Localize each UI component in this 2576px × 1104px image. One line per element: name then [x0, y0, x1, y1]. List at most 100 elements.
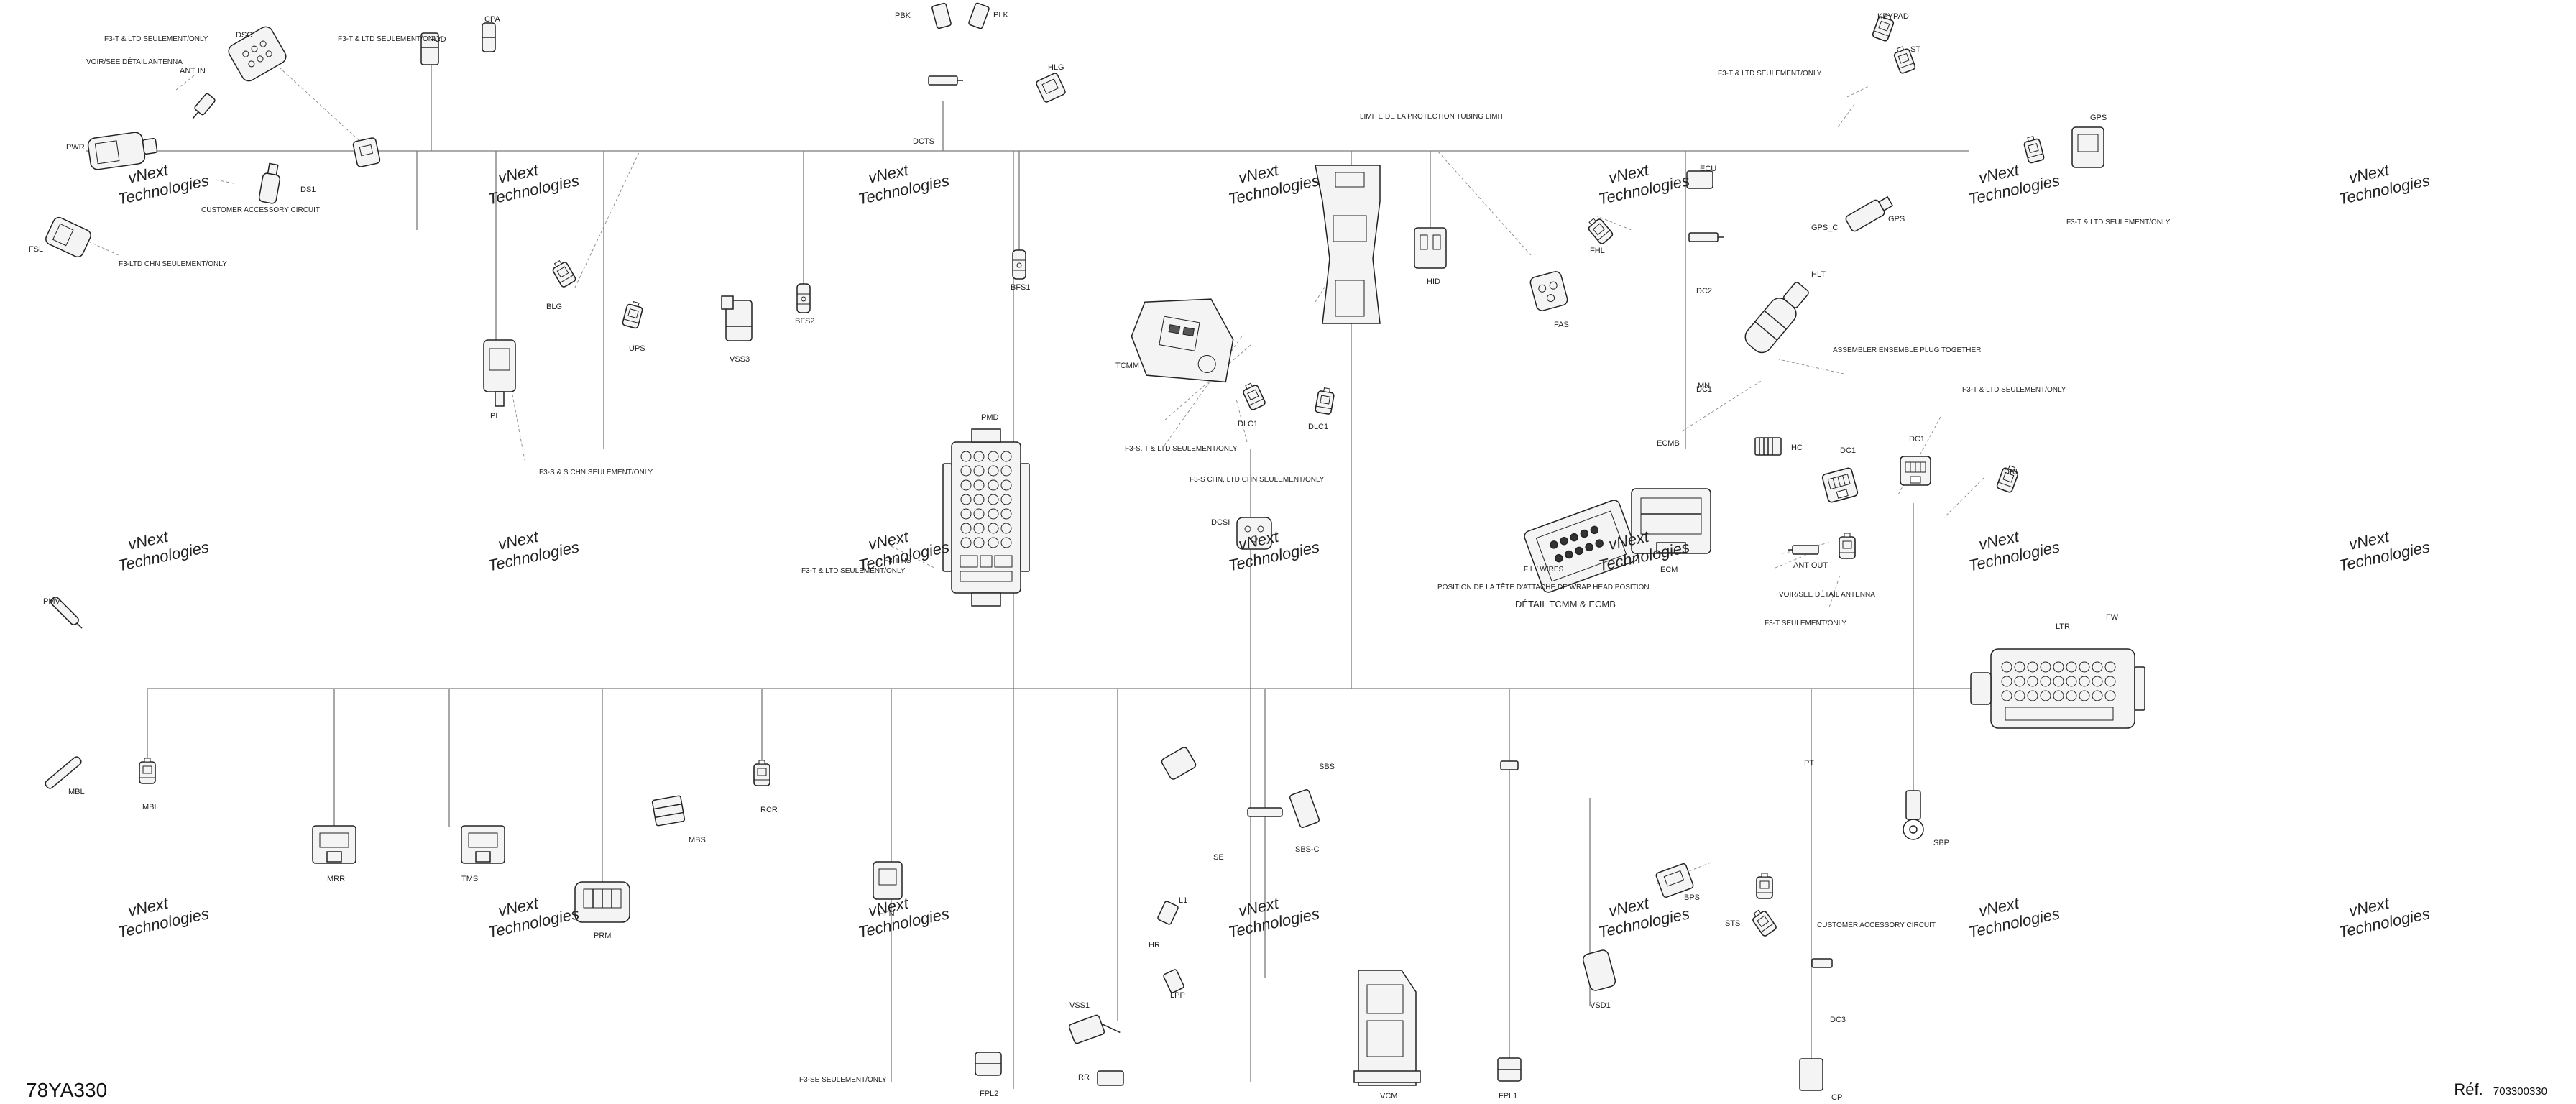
- note-limit: LIMITE DE LA PROTECTION TUBING LIMIT: [1360, 113, 1504, 121]
- connector-icon: [1688, 232, 1724, 242]
- label-plk: PLK: [993, 11, 1008, 19]
- connector-icon: [1414, 227, 1447, 269]
- label-sts: STS: [1725, 919, 1740, 928]
- label-mn: MN: [1698, 382, 1710, 390]
- connector-icon: [1530, 271, 1568, 311]
- connector-icon: [228, 26, 287, 82]
- connector-icon: [45, 756, 82, 789]
- connector-icon: [1097, 1070, 1124, 1086]
- label-gps: GPS: [1888, 215, 1905, 224]
- connector-icon: [1036, 73, 1066, 103]
- connector-icon: [461, 825, 505, 864]
- note-ltd5: F3-T & LTD SEULEMENT/ONLY: [1962, 386, 2066, 394]
- label-ant-out: ANT OUT: [1793, 561, 1828, 570]
- label-drl: DRL: [2004, 468, 2020, 477]
- connector-icon: [1315, 165, 1381, 324]
- label-ds1: DS1: [300, 185, 316, 194]
- label-dc1b: DC1: [1909, 435, 1925, 443]
- label-ecm: ECM: [1660, 566, 1678, 574]
- connector-icon: [1157, 901, 1179, 925]
- connector-icon: [50, 597, 83, 629]
- note-f3s-t-ltd: F3-S, T & LTD SEULEMENT/ONLY: [1125, 445, 1238, 453]
- connector-icon: [1161, 747, 1197, 780]
- notes: F3-T & LTD SEULEMENT/ONLY VOIR/SEE DÉTAI…: [86, 35, 2171, 1084]
- note-fil: FIL / WIRES: [1524, 566, 1564, 574]
- label-gps-top: GPS: [2090, 114, 2107, 122]
- label-fhl: FHL: [1590, 247, 1605, 255]
- label-ups: UPS: [629, 344, 645, 353]
- label-vss3: VSS3: [730, 355, 750, 364]
- connector-icon: [932, 2, 952, 29]
- connector-icon: [1497, 1057, 1522, 1082]
- label-mbl2: MBL: [142, 803, 159, 811]
- label-bps: BPS: [1684, 893, 1700, 902]
- label-hr: HR: [1149, 941, 1160, 949]
- note-position: POSITION DE LA TÊTE D'ATTACHE DE WRAP HE…: [1438, 582, 1650, 592]
- connector-icon: [1686, 170, 1714, 189]
- label-cpa: CPA: [484, 15, 500, 24]
- note-f3s-chn: F3-S & S CHN SEULEMENT/ONLY: [539, 469, 653, 477]
- note-ltd1: F3-T & LTD SEULEMENT/ONLY: [104, 35, 208, 43]
- label-hc: HC: [1791, 443, 1803, 452]
- label-se: SE: [1213, 853, 1224, 862]
- connector-icon: [1811, 958, 1833, 968]
- connector-icon: [1903, 790, 1924, 840]
- label-pmv: PMV: [43, 597, 61, 606]
- label-pwr: PWR: [66, 143, 85, 152]
- connector-icon: [975, 1052, 1002, 1076]
- label-hfn: HFN: [878, 910, 895, 919]
- connector-icon: [873, 861, 903, 900]
- leader-lines: [78, 68, 1984, 885]
- label-hlg: HLG: [1048, 63, 1064, 72]
- label-cp: CP: [1831, 1093, 1842, 1102]
- connector-icon: [420, 32, 439, 65]
- connector-icon: [1068, 1014, 1121, 1044]
- label-sbs-c: SBS-C: [1295, 845, 1320, 854]
- label-dc1c: DC1: [1696, 385, 1712, 394]
- connector-icon: [1289, 789, 1320, 828]
- label-l1: L1: [1179, 896, 1187, 905]
- label-pbk: PBK: [895, 12, 911, 20]
- label-dcsi: DCSI: [1211, 518, 1230, 527]
- connector-icon: [928, 75, 963, 86]
- connector-icon: [968, 2, 990, 29]
- connector-icon: [192, 93, 216, 119]
- label-tcmm: TCMM: [1116, 362, 1139, 370]
- connector-icon: [352, 137, 381, 167]
- note-f3t: F3-T SEULEMENT/ONLY: [1765, 620, 1846, 627]
- label-dc3: DC3: [1830, 1016, 1846, 1024]
- label-hlt: HLT: [1811, 270, 1826, 279]
- connector-icon: [45, 216, 91, 258]
- label-dc1: DC1: [1840, 446, 1856, 455]
- connector-icon: [1799, 1058, 1823, 1091]
- ecm-module-icon: [1353, 970, 1421, 1086]
- connector-icon: [1788, 545, 1819, 555]
- connector-icon: [483, 339, 516, 407]
- label-vss1: VSS1: [1070, 1001, 1090, 1010]
- connector-icon: [2071, 126, 2104, 168]
- label-vsd1: VSD1: [1590, 1001, 1611, 1010]
- label-fpl1: FPL1: [1499, 1092, 1517, 1100]
- note-ltd2: F3-T & LTD SEULEMENT/ONLY: [338, 35, 442, 43]
- connector-icon: [1582, 949, 1616, 991]
- connector-icon: [312, 825, 356, 864]
- connector-icon: [651, 795, 686, 827]
- label-ecu: ECU: [1700, 165, 1716, 173]
- connector-icon: [1744, 282, 1809, 354]
- connector-icon: [574, 881, 630, 923]
